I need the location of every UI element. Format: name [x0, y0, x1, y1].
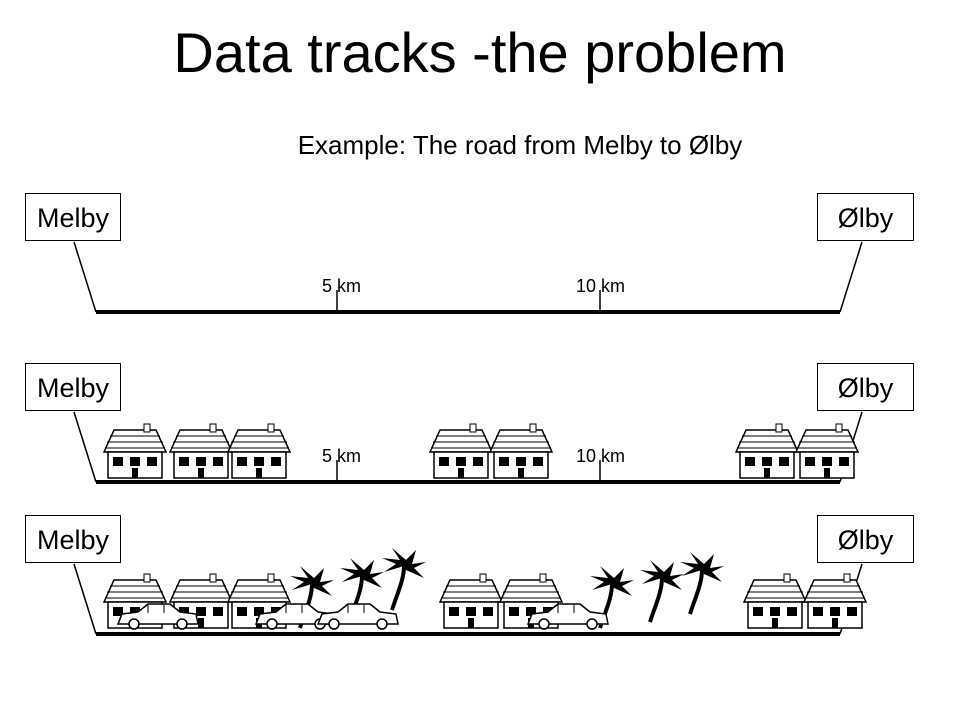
road-3-end-town: Ølby — [817, 515, 914, 563]
road-2-marker-5km: 5 km — [322, 446, 362, 466]
road-1-start-town: Melby — [25, 193, 121, 241]
house-icon — [803, 573, 867, 629]
road-1-right-leader — [839, 241, 863, 313]
road-3-start-town: Melby — [25, 515, 121, 563]
house-icon — [795, 423, 859, 479]
house-icon — [169, 423, 233, 479]
house-icon — [429, 423, 493, 479]
house-icon — [439, 573, 503, 629]
slide-title: Data tracks -the problem — [173, 21, 787, 84]
slide-subtitle: Example: The road from Melby to Ølby — [297, 130, 743, 160]
road-2-end-town: Ølby — [817, 363, 914, 411]
house-icon — [743, 573, 807, 629]
road-1-left-leader — [73, 241, 97, 313]
road-2-marker-10km: 10 km — [576, 446, 626, 466]
palm-tree-icon — [678, 550, 726, 616]
house-icon — [103, 423, 167, 479]
road-2-left-leader — [73, 411, 97, 483]
house-icon — [227, 423, 291, 479]
road-3-left-leader — [73, 563, 97, 635]
palm-tree-icon — [380, 546, 428, 612]
car-icon — [317, 603, 399, 630]
road-2 — [73, 411, 863, 484]
palm-tree-icon — [638, 558, 686, 624]
road-2-start-town: Melby — [25, 363, 121, 411]
road-1 — [73, 241, 863, 314]
house-icon — [489, 423, 553, 479]
road-1-end-town: Ølby — [817, 193, 914, 241]
house-icon — [735, 423, 799, 479]
road-1-marker-10km: 10 km — [576, 276, 626, 296]
road-1-marker-5km: 5 km — [322, 276, 362, 296]
road-3 — [73, 546, 867, 636]
